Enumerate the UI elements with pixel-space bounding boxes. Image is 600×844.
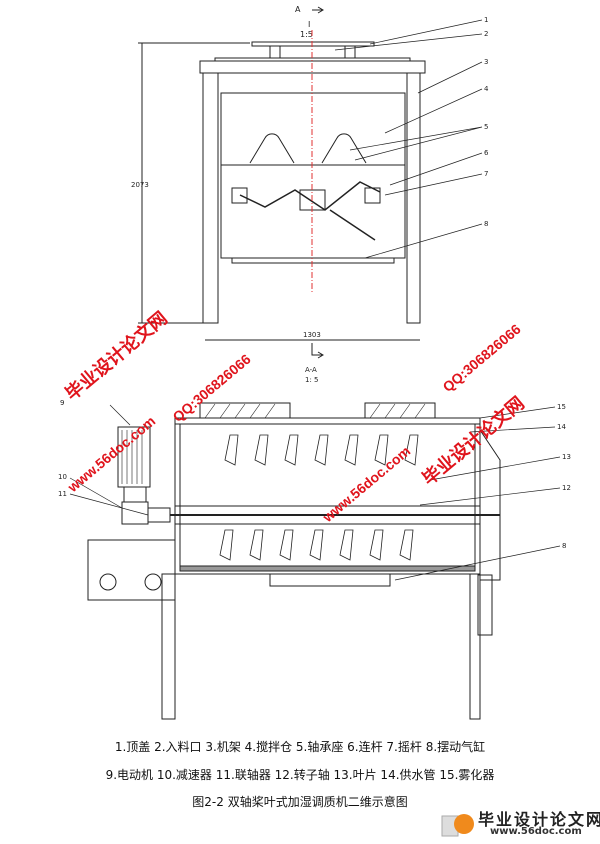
linkage: [239, 181, 381, 241]
callout-5: 5: [484, 123, 488, 131]
mixing-chamber: [220, 92, 406, 259]
section-title: A-A: [305, 366, 317, 374]
blades: [219, 434, 419, 561]
dim-height: 2073: [131, 181, 149, 189]
callout-7: 7: [484, 170, 488, 178]
logo-name: 毕业设计论文网: [478, 810, 600, 829]
callout-15: 15: [557, 403, 566, 411]
site-logo: 毕业设计论文网 www.56doc.com: [440, 806, 600, 844]
inlet-left: [199, 402, 291, 419]
callout-4: 4: [484, 85, 489, 93]
top-cover: [251, 41, 375, 47]
motor: [117, 426, 151, 488]
figure-caption: 图2-2 双轴桨叶式加湿调质机二维示意图: [192, 795, 408, 809]
dim-width: 1303: [303, 331, 321, 339]
detail-scale: 1:5: [300, 30, 313, 39]
logo-url: www.56doc.com: [490, 826, 582, 837]
coupling: [147, 507, 171, 523]
callout-12: 12: [562, 484, 571, 492]
legend-line-2: 9.电动机 10.减速器 11.联轴器 12.转子轴 13.叶片 14.供水管 …: [105, 768, 495, 782]
section-scale: 1: 5: [305, 376, 319, 384]
callout-1: 1: [484, 16, 488, 24]
callout-2: 2: [484, 30, 488, 38]
callout-8: 8: [484, 220, 488, 228]
legend-line-1: 1.顶盖 2.入料口 3.机架 4.搅拌仓 5.轴承座 6.连杆 7.摇杆 8.…: [114, 740, 486, 754]
frame-leg-left: [202, 72, 219, 324]
detail-label: I: [308, 20, 310, 29]
reducer: [121, 501, 149, 525]
bearing-seats: [249, 133, 367, 164]
front-view: A I 1:5 2073 1303 1 2 3 4 5 6 7: [131, 5, 489, 359]
callout-10: 10: [58, 473, 67, 481]
section-mark-a: A: [295, 5, 301, 14]
section-view: A-A 1: 5 9 10 11 15 14 13: [58, 366, 571, 720]
callout-11: 11: [58, 490, 67, 498]
callout-6: 6: [484, 149, 489, 157]
tank-bottom: [179, 565, 476, 572]
motor-base: [87, 539, 176, 601]
callout-13: 13: [562, 453, 571, 461]
frame-leg-right: [406, 72, 421, 324]
callout-3: 3: [484, 58, 488, 66]
logo-icon: [441, 814, 474, 837]
callout-9: 9: [60, 399, 64, 407]
callout-8b: 8: [562, 542, 566, 550]
callout-14: 14: [557, 423, 566, 431]
